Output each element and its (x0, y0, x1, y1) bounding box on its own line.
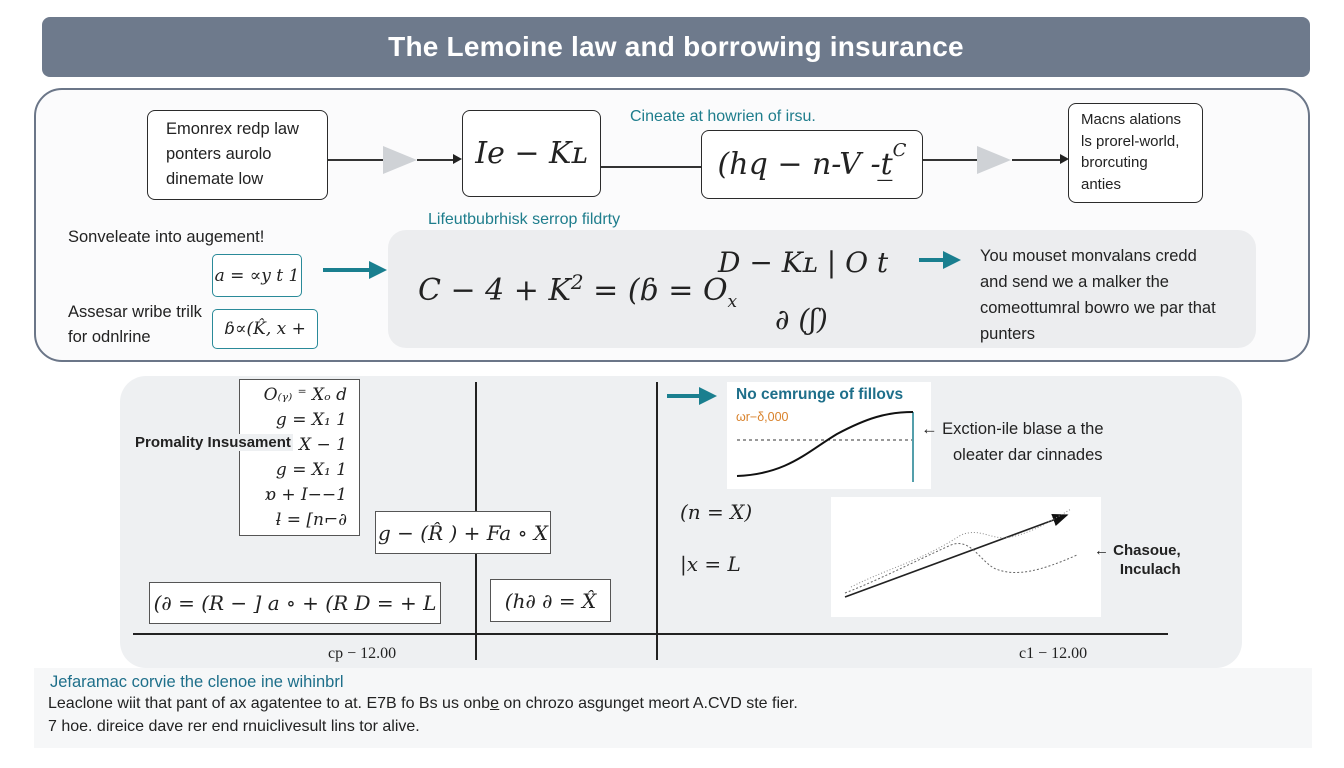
flow-arrow-icon (977, 146, 1011, 174)
title-banner: The Lemoine law and borrowing insurance (42, 17, 1310, 77)
equation-box-1: Ie − Kʟ (462, 110, 601, 197)
main-equation-left: C − 4 + K (418, 273, 571, 308)
concept-box-1: Emonrex redp law ponters aurolo dinemate… (147, 110, 328, 200)
concept-box-1-line: ponters aurolo (166, 145, 272, 163)
equation-upper-right: D − Kʟ | O t (718, 246, 889, 279)
equation-2-superscript: C (892, 140, 907, 161)
equation-box-long: (∂ = (R − ] a ∘ + (R D = + L (149, 582, 441, 624)
equation-2: (hq − n-V -t̲ (717, 147, 893, 182)
main-equation: C − 4 + K2 = (ɓ = Ox (418, 270, 737, 312)
small-equation-box-1: a = ∝y t 1 (212, 254, 302, 297)
mini-chart-title: No cemrunge of fillovs (736, 386, 904, 403)
equation-stack-line: g = X₁ 1 (275, 409, 347, 430)
equation-stack-line: O₍ᵧ₎ ⁼ Xₒ d (263, 384, 347, 405)
equation-box-small: (h∂ ∂ = X̂ (490, 579, 611, 622)
small-equation-2: ɓ∝(K̂, x + (224, 319, 306, 339)
equation-box-mid: g − (R̂ ) + Fa ∘ X (375, 511, 551, 554)
concept-box-1-line: dinemate low (166, 170, 264, 188)
teal-arrow-icon (699, 387, 717, 405)
scatter-label-line: ← Chasoue, (1094, 541, 1181, 560)
mini-chart-card: No cemrunge of fillovs ωr−δ,000 (727, 382, 931, 489)
connector-line (601, 166, 701, 168)
equation-small: (h∂ ∂ = X̂ (504, 588, 597, 613)
connector-line (923, 159, 977, 161)
concept-box-1-line: Emonrex redp law (166, 120, 299, 138)
small-equation-box-2: ɓ∝(K̂, x + (212, 309, 318, 349)
explanation-line: punters (980, 325, 1036, 343)
mini-chart-plot (736, 411, 914, 482)
equation-stack-box: O₍ᵧ₎ ⁼ Xₒ d g = X₁ 1 X − 1 g = X₁ 1 ɒ + … (239, 379, 360, 536)
concept-box-4-line: Macns alations (1081, 111, 1182, 128)
explanation-line: and send we a malker the (980, 273, 1169, 291)
connector-line (417, 159, 453, 161)
main-equation-right: = (ɓ = O (593, 273, 728, 308)
explanation-text: You mouset monvalans credd and send we a… (980, 243, 1216, 347)
footer-panel (34, 668, 1312, 748)
teal-arrow-icon (369, 261, 387, 279)
equation-panel (388, 230, 1256, 348)
tick-label-right: c1 − 12.00 (1019, 645, 1088, 662)
scatter-chart-plot (844, 508, 1078, 598)
left-label-2: Assesar wribe trilk for odnlrine (68, 300, 202, 350)
equation-stack-line: g = X₁ 1 (275, 459, 347, 480)
footer-line-2: 7 hoe. direice dave rer end rnuiclivesul… (48, 718, 420, 735)
expression-1: (n = X) (680, 500, 753, 524)
scatter-trace-2 (850, 508, 1072, 588)
left-arrow-icon: ← (921, 420, 943, 438)
concept-box-4-line: brorcuting (1081, 154, 1148, 171)
left-label-1: Sonveleate into augement! (68, 228, 265, 246)
equation-1: Ie − Kʟ (475, 136, 588, 171)
connector-line (328, 159, 384, 161)
expression-2: |x = L (680, 552, 741, 576)
callout-line: ← Exction-ile blase a the (921, 416, 1104, 442)
main-equation-superscript: 2 (570, 270, 584, 294)
tick-label-left: cp − 12.00 (328, 645, 397, 662)
explanation-line: You mouset monvalans credd (980, 247, 1197, 265)
equation-long: (∂ = (R − ] a ∘ + (R D = + L (153, 591, 437, 615)
left-label-2-line: for odnlrine (68, 328, 151, 346)
left-label-2-line: Assesar wribe trilk (68, 303, 202, 321)
scatter-chart-card (831, 497, 1101, 617)
teal-arrow-shaft (667, 394, 701, 398)
arrowhead-icon (453, 154, 462, 164)
equation-stack-line: ƚ = [n⌐∂ (275, 509, 347, 530)
trend-arrow (844, 513, 1069, 598)
horizontal-axis (133, 633, 1168, 635)
footer-line-1: Leaclone wiit that pant of ax agatentee … (48, 695, 798, 712)
left-arrow-icon: ← (1094, 542, 1114, 559)
scatter-label-line: Inculach (1119, 561, 1181, 578)
footer-title: Jefaramac corvie the clenoe ine wihinbrl (50, 673, 344, 691)
connector-line (1012, 159, 1060, 161)
equation-stack-line: X − 1 (299, 434, 347, 455)
teal-arrow-shaft (919, 258, 945, 262)
insurance-label: Promality Insusament (133, 434, 293, 451)
equation-box-2: (hq − n-V -t̲ C (701, 130, 923, 199)
mini-chart-curve (736, 411, 914, 477)
callout-text: Exction-ile blase a the (942, 420, 1104, 438)
arrowhead-icon (1060, 154, 1069, 164)
small-equation-1: a = ∝y t 1 (214, 265, 300, 286)
flow-arrow-icon (383, 146, 417, 174)
page-title: The Lemoine law and borrowing insurance (388, 31, 964, 62)
equation-lower-right: ∂ (ʃ) (775, 303, 828, 336)
mini-chart-subtitle: ωr−δ,000 (736, 410, 789, 424)
equation-stack-line: ɒ + I−−1 (264, 484, 347, 505)
explanation-line: comeottumral bowro we par that (980, 299, 1216, 317)
callout: ← Exction-ile blase a the oleater dar ci… (921, 416, 1104, 468)
scatter-label: ← Chasoue, Inculach (1094, 541, 1181, 579)
scatter-label-text: Chasoue, (1113, 542, 1181, 559)
main-equation-subscript: x (727, 292, 738, 312)
section-subcaption: Lifeutbubrhisk serrop fildrty (428, 211, 621, 228)
callout-line: oleater dar cinnades (953, 446, 1103, 464)
equation-mid: g − (R̂ ) + Fa ∘ X (378, 520, 548, 545)
scatter-trace-1 (844, 543, 1078, 594)
divider-line (656, 382, 658, 660)
concept-box-4-line: anties (1081, 175, 1122, 193)
flow-caption: Cineate at howrien of irsu. (630, 108, 816, 125)
teal-arrow-icon (943, 251, 961, 269)
teal-arrow-shaft (323, 268, 371, 272)
concept-box-4: Macns alations ls prorel-world, brorcuti… (1068, 103, 1203, 203)
concept-box-4-line: ls prorel-world, (1081, 132, 1180, 150)
